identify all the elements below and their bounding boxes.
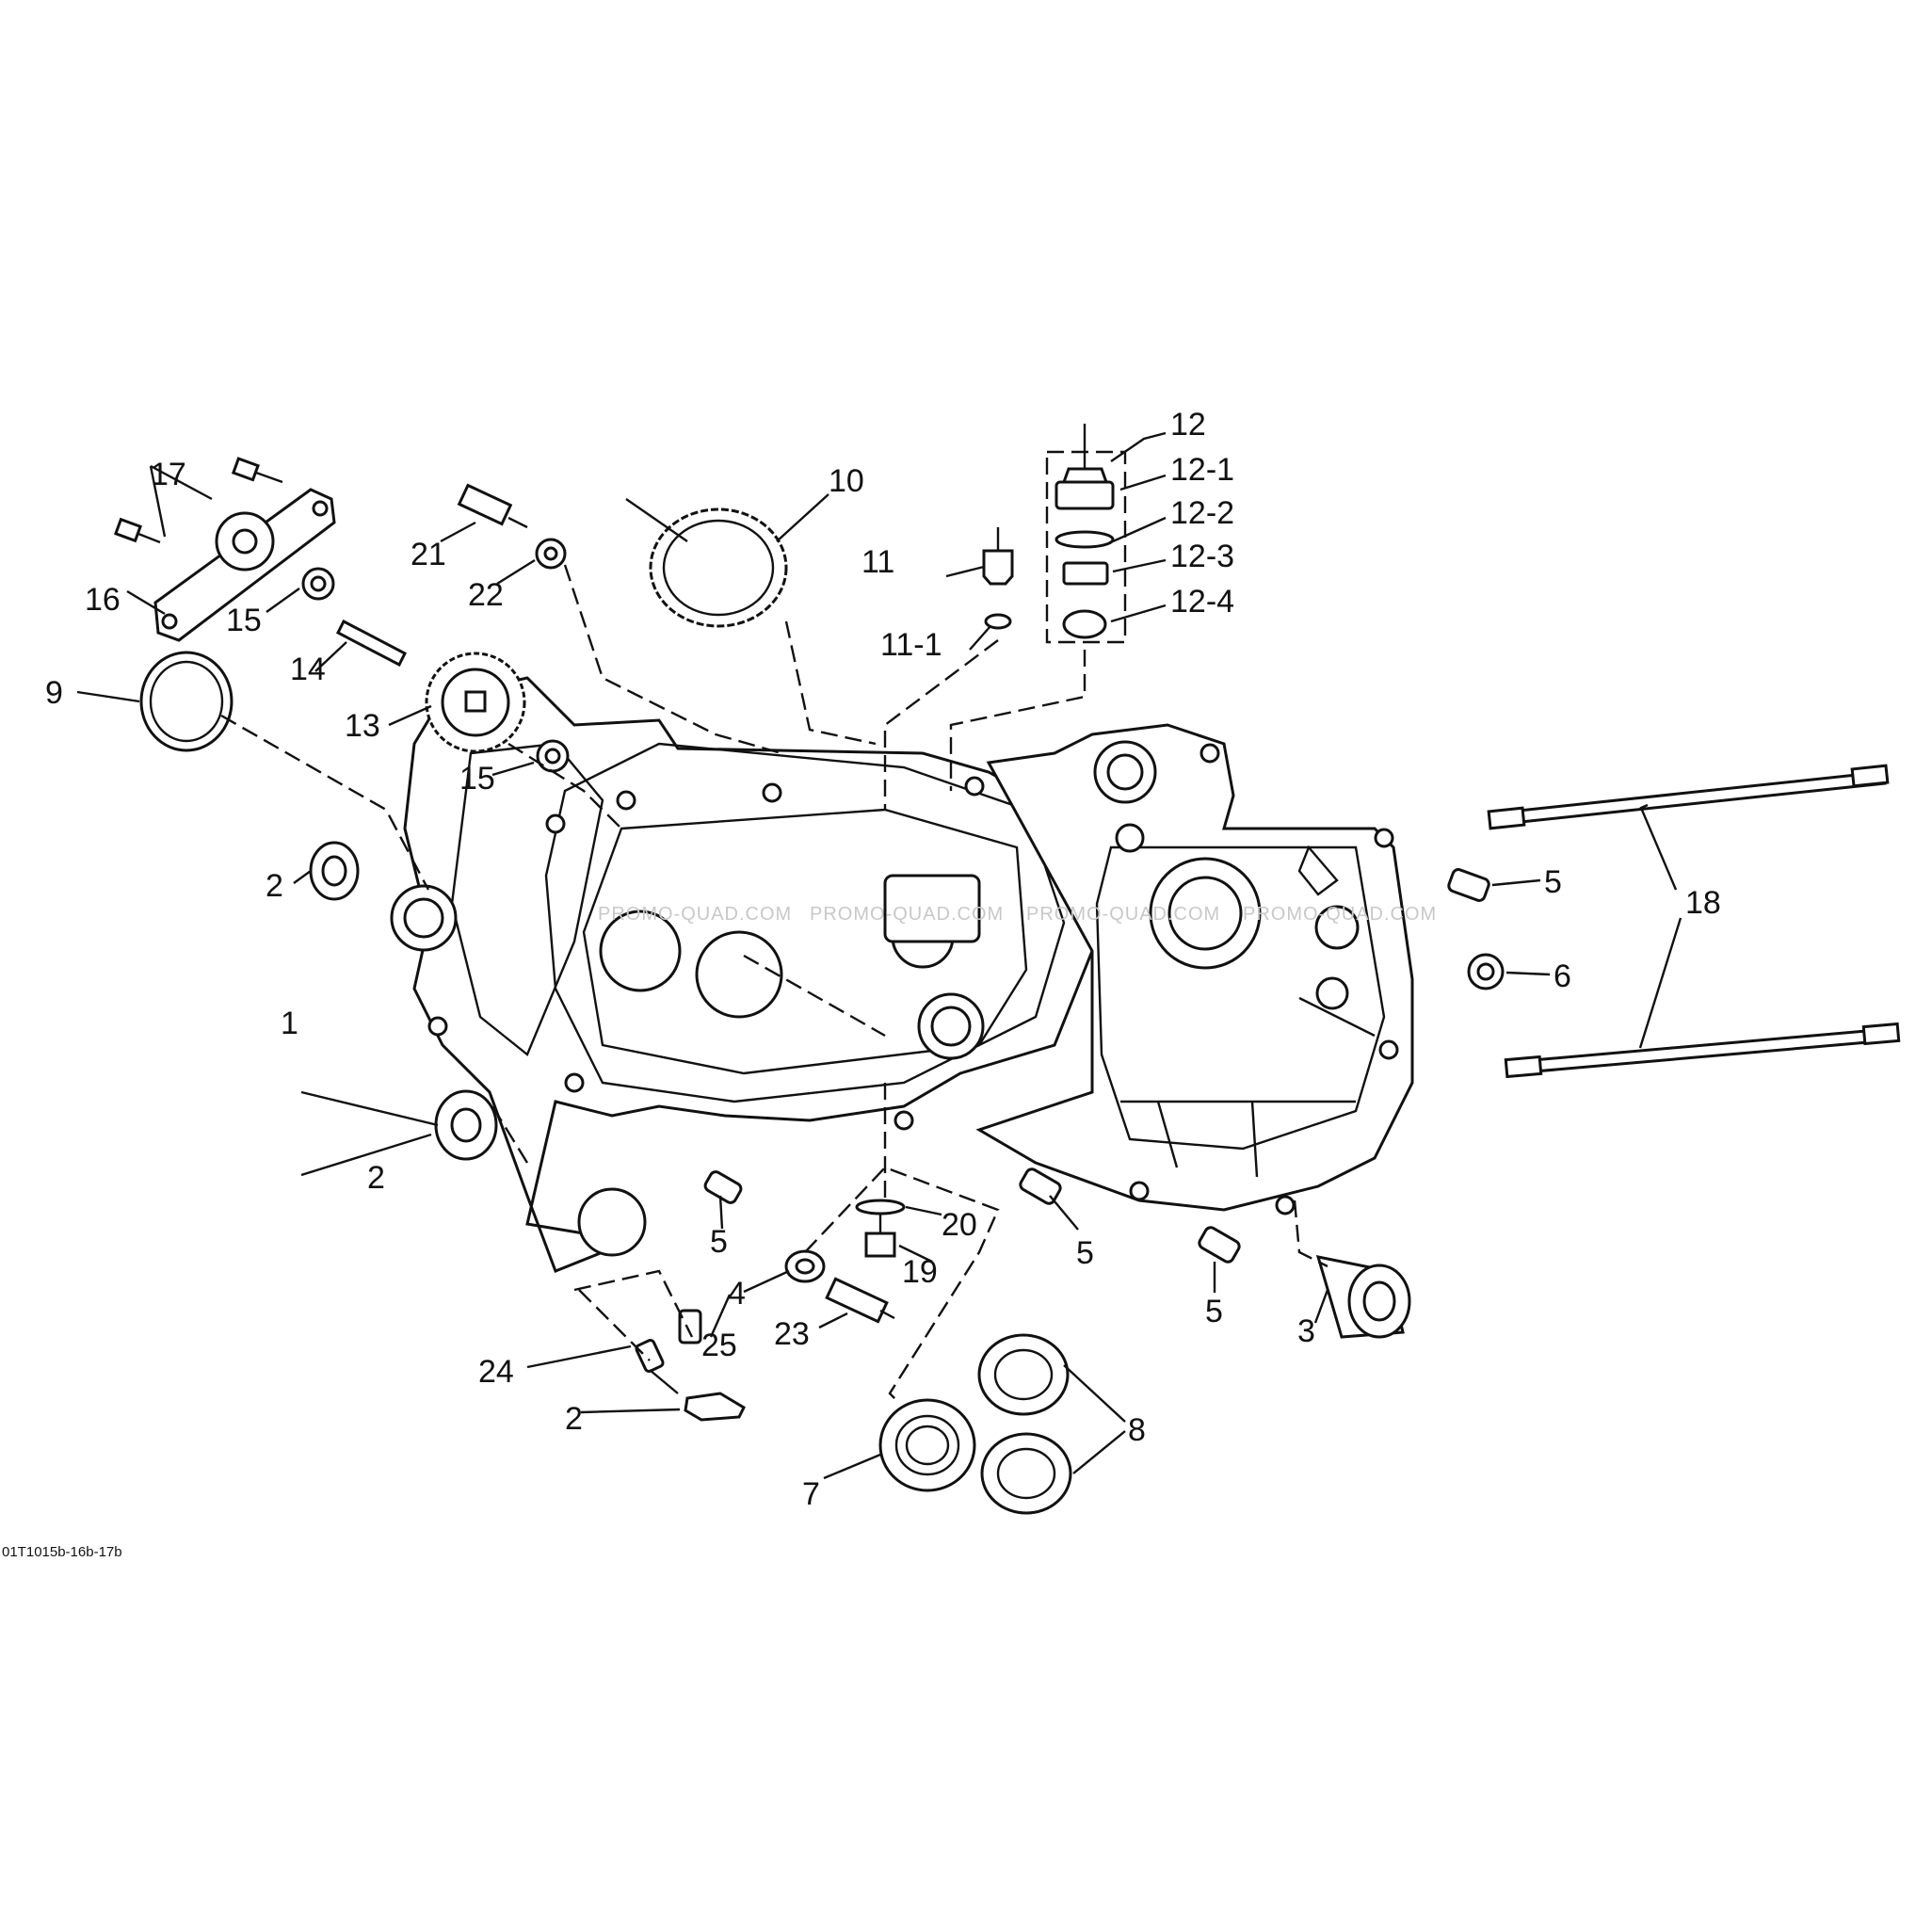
part-23-sensor bbox=[825, 1277, 895, 1324]
part-15-washer-bottom bbox=[536, 739, 570, 773]
callout-19: 19 bbox=[902, 1254, 938, 1290]
part-12-valve-group bbox=[1045, 424, 1127, 644]
part-13-gear bbox=[425, 652, 526, 753]
callout-12-3: 12-3 bbox=[1170, 539, 1234, 574]
part-5-dowel-1 bbox=[1447, 868, 1490, 902]
part-15-washer-top bbox=[301, 567, 335, 601]
callout-11: 11 bbox=[861, 544, 894, 580]
callout-22: 22 bbox=[468, 577, 504, 613]
callout-2-lower: 2 bbox=[565, 1401, 583, 1437]
part-2-plug-lower bbox=[684, 1392, 746, 1422]
part-21-sensor bbox=[457, 483, 528, 529]
callout-labels: 1 2 2 2 3 4 5 5 5 5 6 7 8 9 10 11 11-1 1… bbox=[45, 407, 1721, 1512]
callout-4: 4 bbox=[728, 1276, 746, 1312]
part-20-washer bbox=[855, 1199, 906, 1216]
part-24-stud bbox=[635, 1338, 679, 1394]
callout-12-2: 12-2 bbox=[1170, 495, 1234, 531]
callout-5-bottom: 5 bbox=[1205, 1294, 1223, 1329]
callout-2-middle: 2 bbox=[367, 1160, 385, 1196]
assembly-lines bbox=[220, 564, 1328, 1404]
part-17-bolts bbox=[114, 457, 283, 544]
callout-17: 17 bbox=[151, 457, 186, 492]
part-16-plate bbox=[153, 488, 336, 642]
part-22-washer bbox=[535, 538, 567, 570]
callout-12-4: 12-4 bbox=[1170, 584, 1234, 620]
part-2-seal-middle bbox=[434, 1089, 498, 1161]
part-11-1-washer bbox=[984, 613, 1012, 630]
callout-23: 23 bbox=[774, 1316, 810, 1352]
left-crankcase-half bbox=[390, 676, 1094, 1273]
part-5-dowel-4 bbox=[1198, 1226, 1241, 1264]
callout-24: 24 bbox=[478, 1354, 514, 1390]
part-19-bolt bbox=[864, 1210, 896, 1258]
callout-21: 21 bbox=[411, 537, 446, 572]
right-crankcase-half bbox=[975, 723, 1414, 1216]
callout-15-top: 15 bbox=[226, 603, 262, 638]
diagram-code: 01T1015b-16b-17b bbox=[2, 1544, 122, 1560]
callout-16: 16 bbox=[85, 582, 121, 618]
callout-14: 14 bbox=[290, 652, 326, 687]
callout-25: 25 bbox=[701, 1328, 737, 1363]
callout-18: 18 bbox=[1685, 885, 1721, 921]
callout-5-right: 5 bbox=[1544, 864, 1562, 900]
watermark-1: PROMO-QUAD.COM bbox=[598, 904, 792, 925]
part-10-ring bbox=[649, 507, 788, 628]
part-3-sleeve bbox=[1315, 1255, 1411, 1339]
callout-12: 12 bbox=[1170, 407, 1206, 443]
callout-10: 10 bbox=[829, 463, 864, 499]
part-18-long-bolts bbox=[1487, 764, 1901, 1079]
part-8-seal-lower bbox=[980, 1432, 1072, 1515]
callout-2-upper: 2 bbox=[266, 868, 283, 904]
callout-15-bottom: 15 bbox=[459, 761, 495, 797]
callout-11-1: 11-1 bbox=[880, 627, 942, 663]
part-25-pin bbox=[678, 1309, 702, 1344]
part-2-seal-upper bbox=[309, 841, 360, 901]
callout-6: 6 bbox=[1554, 958, 1571, 994]
watermark-4: PROMO-QUAD.COM bbox=[1243, 904, 1437, 925]
part-14-shaft bbox=[335, 619, 408, 668]
callout-12-1: 12-1 bbox=[1170, 452, 1234, 488]
watermark-2: PROMO-QUAD.COM bbox=[810, 904, 1004, 925]
callout-3: 3 bbox=[1297, 1313, 1315, 1349]
part-8-seal-upper bbox=[977, 1333, 1070, 1416]
leader-lines bbox=[76, 431, 1682, 1480]
part-5-dowel-3 bbox=[1019, 1167, 1062, 1205]
callout-9: 9 bbox=[45, 675, 63, 711]
callout-7: 7 bbox=[802, 1476, 820, 1512]
callout-8: 8 bbox=[1128, 1412, 1146, 1448]
part-6-nut bbox=[1467, 953, 1505, 990]
part-4-washer bbox=[784, 1249, 826, 1283]
callout-20: 20 bbox=[942, 1207, 977, 1243]
part-11-plug bbox=[982, 527, 1014, 586]
callout-5-center: 5 bbox=[1076, 1235, 1094, 1271]
callout-13: 13 bbox=[345, 708, 380, 744]
part-7-seal bbox=[878, 1398, 976, 1492]
callout-5-left: 5 bbox=[710, 1224, 728, 1260]
callout-1: 1 bbox=[281, 1006, 298, 1041]
part-5-dowel-2 bbox=[703, 1170, 743, 1204]
watermark-3: PROMO-QUAD.COM bbox=[1026, 904, 1220, 925]
part-9-gasket bbox=[139, 651, 233, 752]
